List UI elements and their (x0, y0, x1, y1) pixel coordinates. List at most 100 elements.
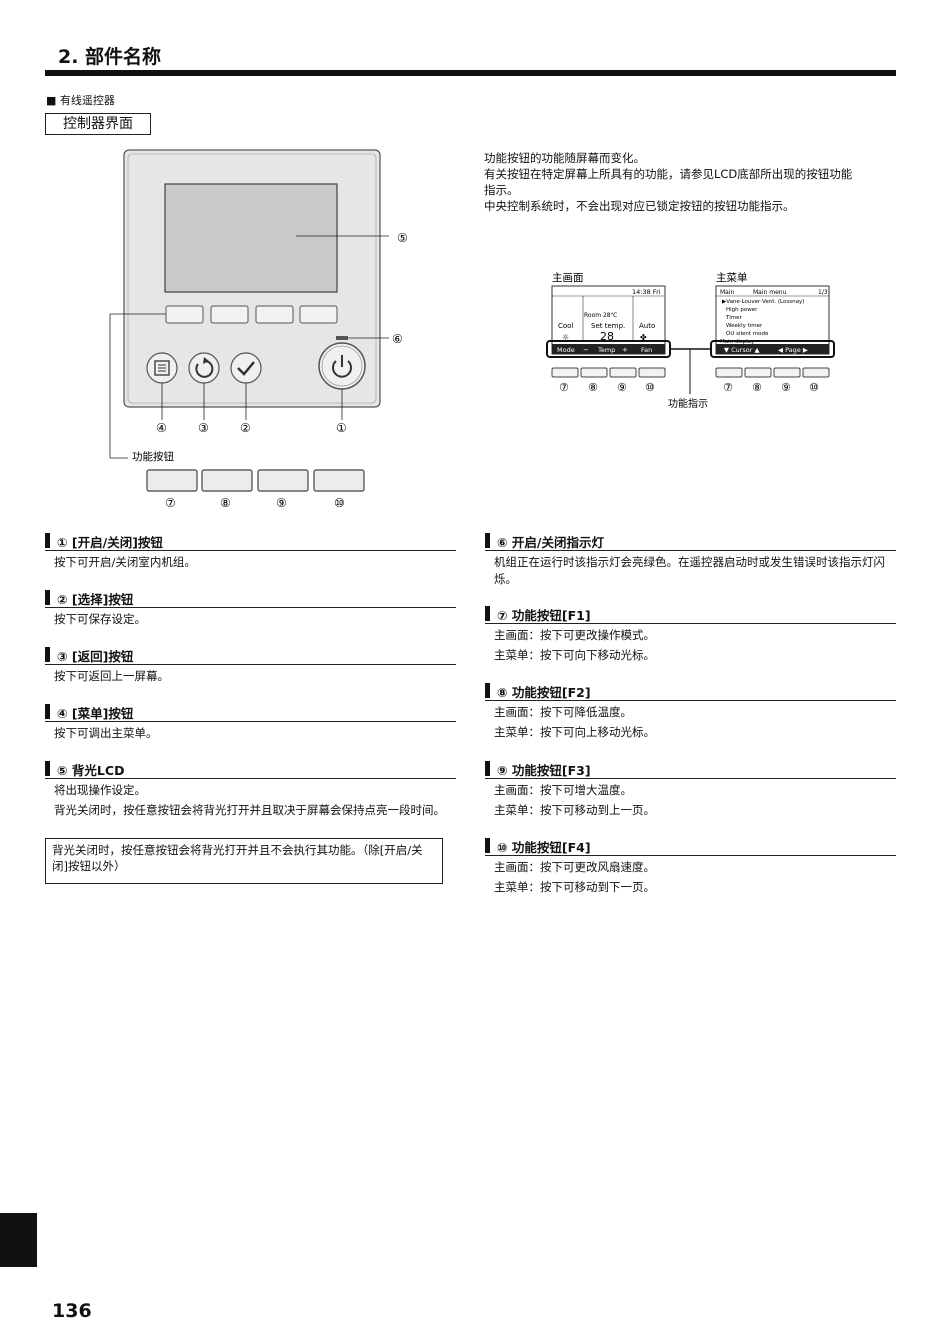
main-screen-time: 14:38 Fri (632, 288, 661, 296)
check-icon (237, 361, 255, 376)
label-8: ⑧ (220, 496, 231, 510)
section-text: 按下可返回上一屏幕。 (54, 669, 169, 683)
label-5: ⑤ (397, 231, 408, 245)
lcd-screen[interactable] (164, 183, 338, 293)
menu-button-f1 (715, 367, 743, 378)
function-button-f4[interactable] (299, 305, 338, 324)
menu-label-7: ⑦ (723, 381, 733, 394)
section-text: 按下可保存设定。 (54, 612, 146, 626)
select-button[interactable] (230, 352, 262, 384)
section-text: 主菜单：按下可向下移动光标。 (494, 648, 655, 662)
label-10: ⑩ (334, 496, 345, 510)
section-on-off-lamp: ⑥ 开启/关闭指示灯 机组正在运行时该指示灯会亮绿色。在遥控器启动时或发生错误时… (485, 531, 896, 591)
sun-icon: ☼ (562, 333, 569, 342)
section-select-button: ② [选择]按钮 按下可保存设定。 (45, 588, 456, 631)
menu-item: Timer (725, 315, 742, 321)
section-text: 按下可开启/关闭室内机组。 (54, 555, 196, 569)
label-7: ⑦ (165, 496, 176, 510)
label-6: ⑥ (392, 332, 403, 346)
main-screen-cool: Cool (558, 322, 573, 330)
section-function-f1: ⑦ 功能按钮[F1] 主画面：按下可更改操作模式。 主菜单：按下可向下移动光标。 (485, 604, 896, 667)
menu-item: High power (726, 307, 758, 313)
intro-line: 有关按钮在特定屏幕上所具有的功能，请参见LCD底部所出现的按钮功能 (484, 167, 853, 181)
label-2: ② (240, 421, 251, 435)
function-button-label: 功能按钮 (132, 450, 174, 463)
section-function-f2: ⑧ 功能按钮[F2] 主画面：按下可降低温度。 主菜单：按下可向上移动光标。 (485, 681, 896, 744)
main-screen-label: 主画面 (552, 272, 584, 284)
return-icon (195, 360, 214, 378)
section-function-f4: ⑩ 功能按钮[F4] 主画面：按下可更改风扇速度。 主菜单：按下可移动到下一页。 (485, 836, 896, 899)
minus-icon: − (583, 346, 589, 354)
main-screen-auto: Auto (639, 322, 655, 330)
section-title: ② [选择]按钮 (57, 592, 134, 607)
screen-examples-diagram: 主画面 主菜单 14:38 Fri Room 28℃ Cool Set temp… (546, 272, 835, 410)
screen-label-10: ⑩ (645, 381, 655, 394)
section-text: 主画面：按下可增大温度。 (494, 783, 632, 797)
chapter-tab (0, 1213, 37, 1267)
label-1: ① (336, 421, 347, 435)
screen-button-f1 (551, 367, 579, 378)
section-title: ⑩ 功能按钮[F4] (497, 840, 591, 855)
screen-button-f3 (609, 367, 637, 378)
function-button-f2[interactable] (210, 305, 249, 324)
screen-button-f2 (580, 367, 608, 378)
menu-button-f2 (744, 367, 772, 378)
menu-header-page: 1/3 (818, 289, 828, 296)
menu-item: OU silent mode (726, 331, 769, 337)
section-text: 主菜单：按下可移动到上一页。 (494, 803, 655, 817)
function-button-f3[interactable] (255, 305, 294, 324)
section-title: ① [开启/关闭]按钮 (57, 535, 163, 550)
section-text: 背光关闭时，按任意按钮会将背光打开并且取决于屏幕会保持点亮一段时间。 (54, 803, 445, 817)
screen-label-9: ⑨ (617, 381, 627, 394)
section-text: 主菜单：按下可向上移动光标。 (494, 725, 655, 739)
menu-function-bar (716, 344, 829, 354)
section-on-off-button: ① [开启/关闭]按钮 按下可开启/关闭室内机组。 (45, 531, 456, 574)
main-screen-function-bar (552, 344, 665, 354)
menu-item: Weekly timer (726, 323, 763, 329)
function-button-f1-enlarged[interactable] (146, 469, 198, 492)
power-icon (332, 360, 352, 378)
screen-label-7: ⑦ (559, 381, 569, 394)
fan-icon: ✤ (640, 333, 647, 342)
menu-header-title: Main menu (753, 289, 787, 296)
function-button-f2-enlarged[interactable] (201, 469, 253, 492)
main-screen (551, 285, 666, 355)
label-9: ⑨ (276, 496, 287, 510)
remote-controller-diagram: ⑤ ⑥ ④ ③ ② ① 功能按钮 ⑦ ⑧ ⑨ ⑩ (109, 149, 408, 510)
screen-button-f4 (638, 367, 666, 378)
title-rule (45, 70, 896, 76)
section-text: 主画面：按下可降低温度。 (494, 705, 632, 719)
subheading: ■ 有线遥控器 (46, 94, 115, 107)
main-menu-screen (715, 285, 830, 355)
function-button-f1[interactable] (165, 305, 204, 324)
section-title: ⑧ 功能按钮[F2] (497, 685, 591, 700)
intro-line: 指示。 (484, 183, 519, 197)
section-backlit-lcd: ⑤ 背光LCD 将出现操作设定。 背光关闭时，按任意按钮会将背光打开并且取决于屏… (45, 759, 456, 822)
intro-text: 功能按钮的功能随屏幕而变化。 有关按钮在特定屏幕上所具有的功能，请参见LCD底部… (484, 150, 904, 214)
intro-line: 功能按钮的功能随屏幕而变化。 (484, 151, 645, 165)
main-bar-temp: Temp (597, 346, 615, 354)
section-menu-button: ④ [菜单]按钮 按下可调出主菜单。 (45, 702, 456, 745)
function-button-f4-enlarged[interactable] (313, 469, 365, 492)
section-text: 主画面：按下可更改操作模式。 (494, 628, 655, 642)
interface-label: 控制器界面 (45, 113, 151, 135)
main-bar-mode: Mode (557, 346, 575, 354)
on-off-lamp (336, 336, 348, 340)
menu-item: ▶Vane·Louver·Vent. (Lossnay) (722, 299, 804, 305)
section-title: ⑤ 背光LCD (57, 763, 125, 778)
section-text: 将出现操作设定。 (54, 783, 146, 797)
menu-label-8: ⑧ (752, 381, 762, 394)
section-title: ④ [菜单]按钮 (57, 706, 134, 721)
page-number: 136 (52, 1300, 92, 1322)
label-4: ④ (156, 421, 167, 435)
function-button-f3-enlarged[interactable] (257, 469, 309, 492)
main-screen-room: Room 28℃ (584, 312, 618, 319)
main-screen-set-temp: Set temp. (591, 322, 625, 330)
plus-icon: + (622, 346, 628, 354)
section-text: 机组正在运行时该指示灯会亮绿色。在遥控器启动时或发生错误时该指示灯闪烁。 (494, 555, 885, 586)
note-box: 背光关闭时，按任意按钮会将背光打开并且不会执行其功能。（除[开启/关闭]按钮以外… (45, 838, 443, 884)
intro-line: 中央控制系统时，不会出现对应已锁定按钮的按钮功能指示。 (484, 199, 795, 213)
label-3: ③ (198, 421, 209, 435)
menu-bar-cursor: ▼ Cursor ▲ (724, 346, 760, 354)
main-screen-setpoint: 28 (600, 330, 614, 343)
